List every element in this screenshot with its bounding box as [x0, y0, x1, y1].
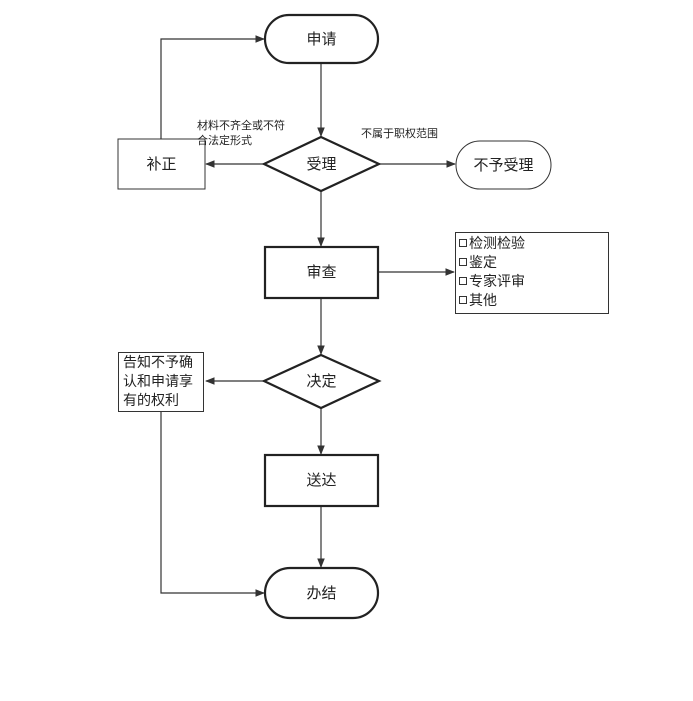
reject-node [455, 140, 552, 190]
apply-node [263, 13, 380, 65]
incomplete-label: 材料不齐全或不符合法定形式 [197, 119, 285, 147]
deliver-label: 送达 [306, 471, 336, 489]
accept-label: 受理 [306, 155, 336, 173]
checkbox-icon [459, 239, 467, 247]
out-of-scope-label: 不属于职权范围 [361, 127, 438, 140]
complete-node [263, 566, 380, 620]
review-options-box: 检测检验 鉴定 专家评审 其他 [455, 232, 609, 314]
deliver-node [263, 453, 380, 508]
accept-node [261, 135, 382, 193]
review-option: 其他 [459, 292, 608, 311]
inform-rights-node: 告知不予确认和申请享有的权利 [118, 352, 204, 412]
arrow-supplement-to-apply [160, 35, 265, 139]
apply-label: 申请 [306, 30, 336, 48]
checkbox-icon [459, 277, 467, 285]
reject-label: 不予受理 [473, 156, 533, 174]
review-label: 审查 [306, 263, 336, 281]
checkbox-icon [459, 258, 467, 266]
complete-label: 办结 [306, 584, 336, 602]
review-option: 专家评审 [459, 273, 608, 292]
supplement-node [117, 138, 206, 190]
review-option: 检测检验 [459, 235, 608, 254]
checkbox-icon [459, 296, 467, 304]
supplement-label: 补正 [146, 155, 176, 173]
review-option: 鉴定 [459, 254, 608, 273]
decide-node [261, 353, 382, 410]
decide-label: 决定 [306, 372, 336, 390]
review-node [263, 245, 380, 300]
arrow-inform-to-complete [160, 412, 265, 597]
